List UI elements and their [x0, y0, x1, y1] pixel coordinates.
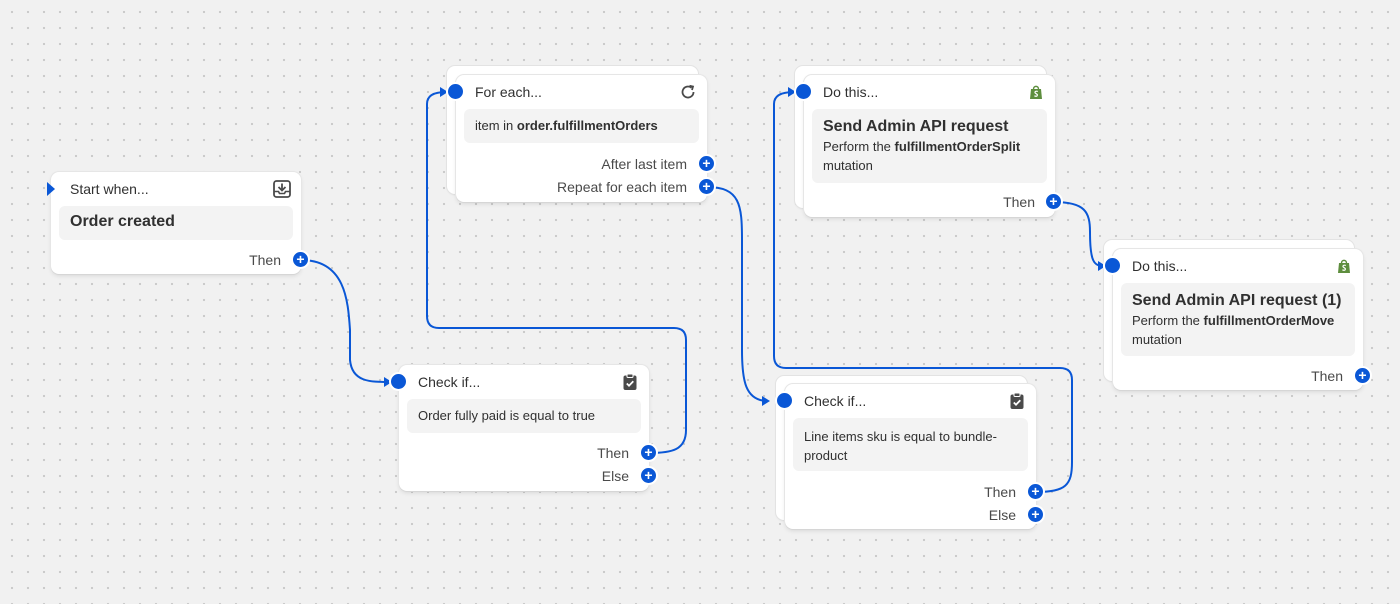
action-split-description: Perform the fulfillmentOrderSplit mutati…	[823, 137, 1036, 175]
shopify-bag-icon	[1027, 83, 1045, 101]
condition-sku-else-add-button[interactable]: +	[1028, 507, 1043, 522]
shopify-bag-icon	[1335, 257, 1353, 275]
condition-sku-then-label: Then	[984, 484, 1016, 500]
arrowhead-check2	[762, 396, 770, 406]
action-move-body: Send Admin API request (1) Perform the f…	[1121, 283, 1355, 356]
loop-body: item in order.fulfillmentOrders	[464, 109, 699, 143]
condition-sku-input-port[interactable]	[777, 393, 792, 408]
action-split-body: Send Admin API request Perform the fulfi…	[812, 109, 1047, 183]
action-move-then-label: Then	[1311, 368, 1343, 384]
action-split-desc-suffix: mutation	[823, 158, 873, 173]
condition-paid-else-label: Else	[601, 468, 629, 484]
action-move-header: Do this...	[1113, 249, 1363, 283]
connector-foreach-to-check2	[706, 186, 769, 402]
action-move-desc-suffix: mutation	[1132, 332, 1182, 347]
condition-sku-body: Line items sku is equal to bundle-produc…	[793, 418, 1028, 471]
connector-start-to-check1	[300, 259, 391, 383]
condition-paid-body: Order fully paid is equal to true	[407, 399, 641, 433]
loop-header: For each...	[456, 75, 707, 109]
action-move-input-port[interactable]	[1105, 258, 1120, 273]
condition-paid-then-add-button[interactable]: +	[641, 445, 656, 460]
action-split-header-label: Do this...	[823, 84, 879, 100]
action-split-input-port[interactable]	[796, 84, 811, 99]
loop-body-prefix: item in	[475, 118, 514, 133]
condition-sku-header-label: Check if...	[804, 393, 867, 409]
condition-paid-else-add-button[interactable]: +	[641, 468, 656, 483]
condition-paid-expression: Order fully paid is equal to true	[418, 408, 596, 423]
condition-paid-then-label: Then	[597, 445, 629, 461]
trigger-header-label: Start when...	[70, 181, 149, 197]
clipboard-check-icon	[1008, 392, 1026, 410]
trigger-start-marker	[47, 182, 55, 196]
action-node-split[interactable]: Do this... Send Admin API request Perfor…	[804, 75, 1055, 217]
condition-sku-then-add-button[interactable]: +	[1028, 484, 1043, 499]
trigger-header: Start when...	[51, 172, 301, 206]
action-split-then-label: Then	[1003, 194, 1035, 210]
condition-paid-header-label: Check if...	[418, 374, 481, 390]
clipboard-check-icon	[621, 373, 639, 391]
loop-node[interactable]: For each... item in order.fulfillmentOrd…	[456, 75, 707, 202]
action-split-desc-prefix: Perform the	[823, 139, 891, 154]
action-split-mutation-name: fulfillmentOrderSplit	[894, 139, 1021, 154]
trigger-then-label: Then	[249, 252, 281, 268]
loop-collection-path: order.fulfillmentOrders	[516, 118, 658, 133]
loop-after-last-label: After last item	[601, 156, 687, 172]
loop-repeat-add-button[interactable]: +	[699, 179, 714, 194]
action-move-mutation-name: fulfillmentOrderMove	[1203, 313, 1335, 328]
condition-node-sku[interactable]: Check if... Line items sku is equal to b…	[785, 384, 1036, 529]
loop-header-label: For each...	[475, 84, 542, 100]
trigger-node[interactable]: Start when... Order created Then	[51, 172, 301, 274]
condition-paid-header: Check if...	[399, 365, 649, 399]
action-move-header-label: Do this...	[1132, 258, 1188, 274]
action-move-then-add-button[interactable]: +	[1355, 368, 1370, 383]
action-split-then-add-button[interactable]: +	[1046, 194, 1061, 209]
action-split-title: Send Admin API request	[823, 118, 1009, 135]
action-move-desc-prefix: Perform the	[1132, 313, 1200, 328]
condition-paid-input-port[interactable]	[391, 374, 406, 389]
trigger-then-add-button[interactable]: +	[293, 252, 308, 267]
refresh-icon	[679, 83, 697, 101]
condition-node-paid[interactable]: Check if... Order fully paid is equal to…	[399, 365, 649, 491]
condition-sku-expression: Line items sku is equal to bundle-produc…	[804, 429, 997, 463]
action-split-header: Do this...	[804, 75, 1055, 109]
action-move-title: Send Admin API request (1)	[1132, 292, 1342, 309]
action-node-move[interactable]: Do this... Send Admin API request (1) Pe…	[1113, 249, 1363, 390]
condition-sku-else-label: Else	[988, 507, 1016, 523]
loop-repeat-label: Repeat for each item	[557, 179, 687, 195]
trigger-body: Order created	[59, 206, 293, 240]
trigger-event-label: Order created	[70, 213, 175, 230]
loop-after-last-add-button[interactable]: +	[699, 156, 714, 171]
loop-input-port[interactable]	[448, 84, 463, 99]
connector-action1-to-action2	[1053, 201, 1105, 267]
trigger-download-icon	[273, 180, 291, 198]
action-move-description: Perform the fulfillmentOrderMove mutatio…	[1132, 311, 1344, 349]
condition-sku-header: Check if...	[785, 384, 1036, 418]
